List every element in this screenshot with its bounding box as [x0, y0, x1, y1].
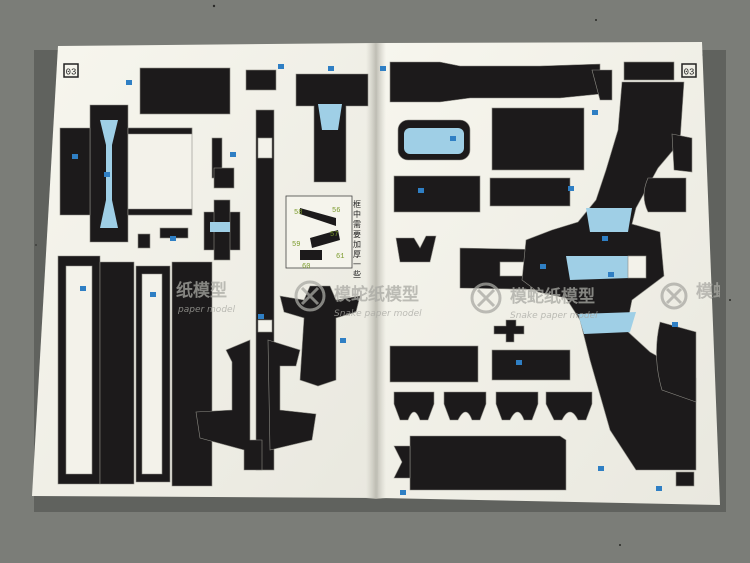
left-page-parts	[57, 67, 369, 487]
part-number-markers	[72, 64, 678, 495]
thicken-note-text: 框中需要加厚一些	[353, 199, 362, 280]
note-num-59: 59	[292, 241, 300, 249]
center-fold	[366, 43, 386, 499]
x-circle-logo-icon	[470, 282, 502, 314]
right-page-number: 03	[684, 68, 695, 78]
x-circle-logo-icon	[294, 280, 326, 312]
watermark-main-3: 模蛇纸模型	[696, 281, 750, 302]
watermark-left-fragment: 纸模型	[176, 280, 227, 301]
note-num-61: 61	[336, 253, 344, 261]
watermark-main-1: 模蛇纸模型	[334, 284, 419, 305]
watermark-left-subfragment: paper model	[177, 305, 236, 315]
watermark-group: 纸模型 paper model 模蛇纸模型 Snake paper model …	[176, 280, 688, 321]
note-num-57: 57	[330, 231, 338, 239]
note-num-58: 58	[294, 209, 302, 217]
watermark-sub-2: Snake paper model	[510, 311, 598, 321]
left-page-number-box: 03	[63, 63, 79, 78]
left-page-number: 03	[66, 68, 77, 78]
watermark-main-2: 模蛇纸模型	[510, 286, 595, 307]
thicken-note-box: 58 56 57 59 60 61	[285, 195, 353, 271]
watermark-sub-1: Snake paper model	[334, 309, 422, 319]
right-page-number-box: 03	[681, 63, 697, 78]
floor-specks	[35, 4, 731, 546]
x-circle-logo-icon	[660, 282, 688, 310]
note-num-56: 56	[332, 207, 340, 215]
note-num-60: 60	[302, 263, 310, 271]
